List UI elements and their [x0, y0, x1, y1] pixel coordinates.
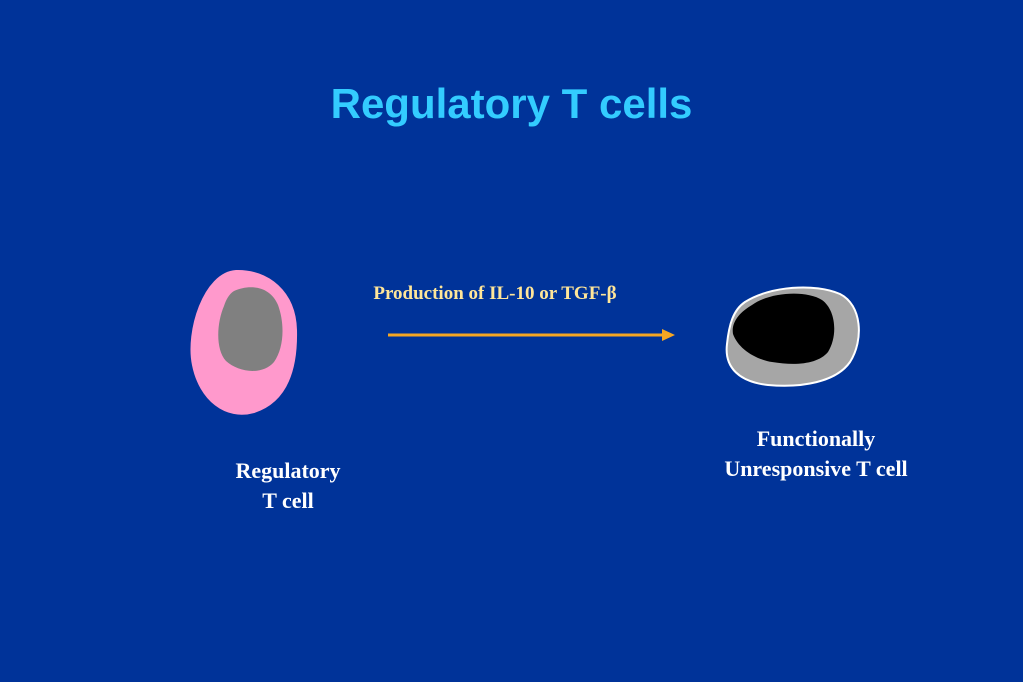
regulatory-cell-label-line2: T cell	[262, 488, 314, 513]
unresponsive-cell-label-line2: Unresponsive T cell	[724, 456, 908, 481]
arrow-head	[662, 329, 675, 341]
unresponsive-cell-nucleus	[732, 293, 835, 364]
regulatory-cell-nucleus	[218, 287, 283, 371]
unresponsive-cell-label-line1: Functionally	[756, 426, 876, 451]
regulatory-t-cell-shape	[190, 269, 298, 415]
unresponsive-cell-label: Functionally Unresponsive T cell	[686, 424, 946, 484]
regulatory-cell-label-line1: Regulatory	[235, 458, 341, 483]
slide-title: Regulatory T cells	[330, 80, 693, 127]
regulatory-cell-label: Regulatory T cell	[188, 456, 388, 516]
production-arrow	[388, 329, 675, 341]
arrow-label: Production of IL-10 or TGF-β	[373, 283, 617, 304]
unresponsive-t-cell-shape	[725, 286, 860, 387]
